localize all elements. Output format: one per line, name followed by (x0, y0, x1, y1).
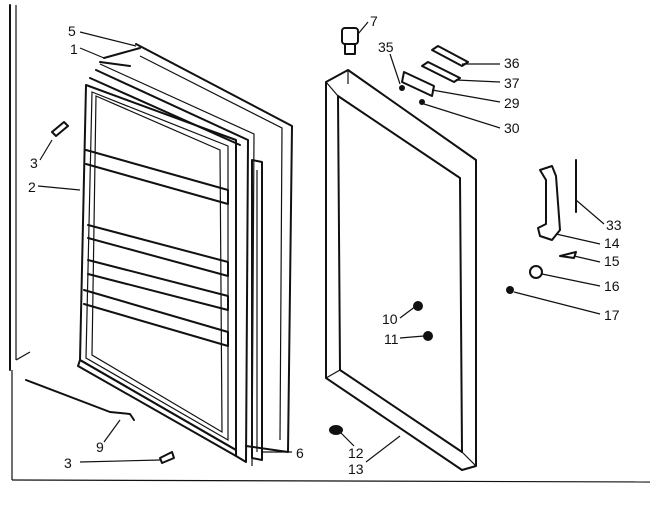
screw-upper (51, 121, 69, 137)
callout-16: 16 (604, 278, 620, 294)
latch-16 (529, 265, 543, 279)
door-gasket (99, 43, 293, 453)
washer-30 (419, 99, 425, 105)
callout-17: 17 (604, 307, 620, 323)
callout-30: 30 (504, 120, 520, 136)
foot-12 (329, 425, 343, 435)
door-rod (25, 379, 135, 421)
callout-15: 15 (604, 253, 620, 269)
trim-strip (251, 159, 263, 461)
callout-3-lower: 3 (64, 455, 72, 471)
callout-33: 33 (606, 217, 622, 233)
callout-37: 37 (504, 75, 520, 91)
callout-29: 29 (504, 95, 520, 111)
top-strips (401, 45, 469, 97)
washer-35 (399, 85, 405, 91)
callout-labels: 5 1 3 2 9 3 6 7 35 36 37 29 30 33 14 15 … (28, 13, 622, 477)
hinge-pin (341, 27, 359, 55)
callout-7: 7 (370, 13, 378, 29)
cabinet-edge (9, 4, 651, 483)
screw-lower (159, 451, 175, 464)
latch-15 (559, 251, 577, 259)
callout-14: 14 (604, 235, 620, 251)
plug-11 (423, 331, 433, 341)
callout-36: 36 (504, 55, 520, 71)
callout-35: 35 (378, 39, 394, 55)
callout-6: 6 (296, 445, 304, 461)
callout-11: 11 (384, 331, 399, 347)
callout-1: 1 (70, 41, 78, 57)
callout-13: 13 (348, 461, 364, 477)
plug-10 (413, 301, 423, 311)
callout-10: 10 (382, 311, 398, 327)
callout-12: 12 (348, 445, 364, 461)
callout-3-upper: 3 (30, 155, 38, 171)
callout-2: 2 (28, 179, 36, 195)
door-hinge (537, 159, 577, 241)
leader-lines (37, 21, 605, 463)
latch-17 (506, 286, 514, 294)
callout-5: 5 (68, 23, 76, 39)
door-liner (77, 84, 237, 457)
callout-9: 9 (96, 439, 104, 455)
door-frame (325, 69, 477, 471)
